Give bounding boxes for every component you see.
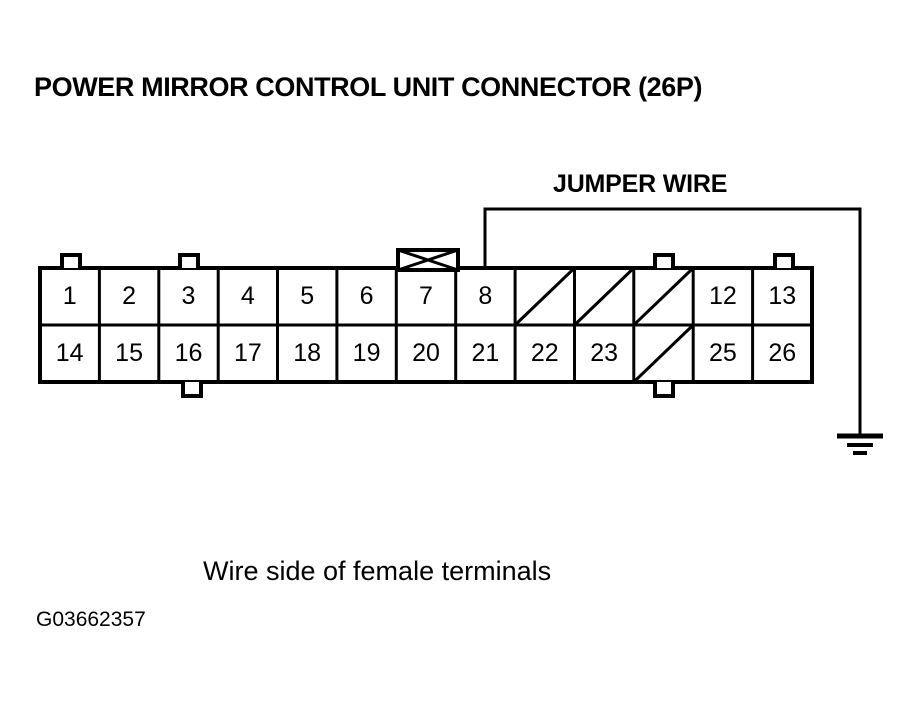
- diagram-caption: Wire side of female terminals: [203, 556, 552, 586]
- pin-cell-12: 12: [708, 282, 737, 310]
- pin-cell-19: 19: [352, 339, 381, 367]
- pin-cell-5: 5: [300, 282, 315, 310]
- connector-locking-tabs-top: [60, 253, 795, 268]
- pin-cell-26: 26: [768, 339, 797, 367]
- ground-symbol-icon: [837, 433, 883, 455]
- pin-cell-1: 1: [62, 282, 77, 310]
- pin-cell-7: 7: [419, 282, 433, 310]
- pin-cell-3: 3: [181, 282, 196, 310]
- pin-cell-2: 2: [122, 282, 137, 310]
- pin-cell-6: 6: [359, 282, 374, 310]
- page-title: POWER MIRROR CONTROL UNIT CONNECTOR (26P…: [34, 72, 703, 102]
- pin-cell-24-blank: [634, 325, 693, 382]
- pin-cell-8: 8: [478, 282, 493, 310]
- pin-cell-9-blank: [515, 268, 574, 325]
- pin-cell-23: 23: [590, 339, 619, 367]
- figure-code: G03662357: [36, 608, 146, 631]
- connector-locking-tabs-bottom: [181, 382, 675, 398]
- jumper-wire-path: [483, 207, 862, 435]
- pin-cell-18: 18: [293, 339, 322, 367]
- pin-cell-14: 14: [55, 339, 84, 367]
- keying-tab-crossed-icon: [396, 248, 460, 272]
- pin-cell-20: 20: [412, 339, 440, 367]
- pin-cell-25: 25: [708, 339, 737, 367]
- jumper-wire-label: JUMPER WIRE: [553, 170, 728, 198]
- pin-cell-13: 13: [768, 282, 797, 310]
- pin-cell-17: 17: [233, 339, 262, 367]
- pin-cell-16: 16: [174, 339, 203, 367]
- pin-cell-11-blank: [634, 268, 693, 325]
- pin-cell-4: 4: [240, 282, 255, 310]
- pin-cell-21: 21: [471, 339, 500, 367]
- pin-cell-22: 22: [530, 339, 559, 367]
- pin-cell-15: 15: [115, 339, 143, 367]
- unused-cavity-slashes: [514, 266, 695, 384]
- pin-cell-10-blank: [575, 268, 634, 325]
